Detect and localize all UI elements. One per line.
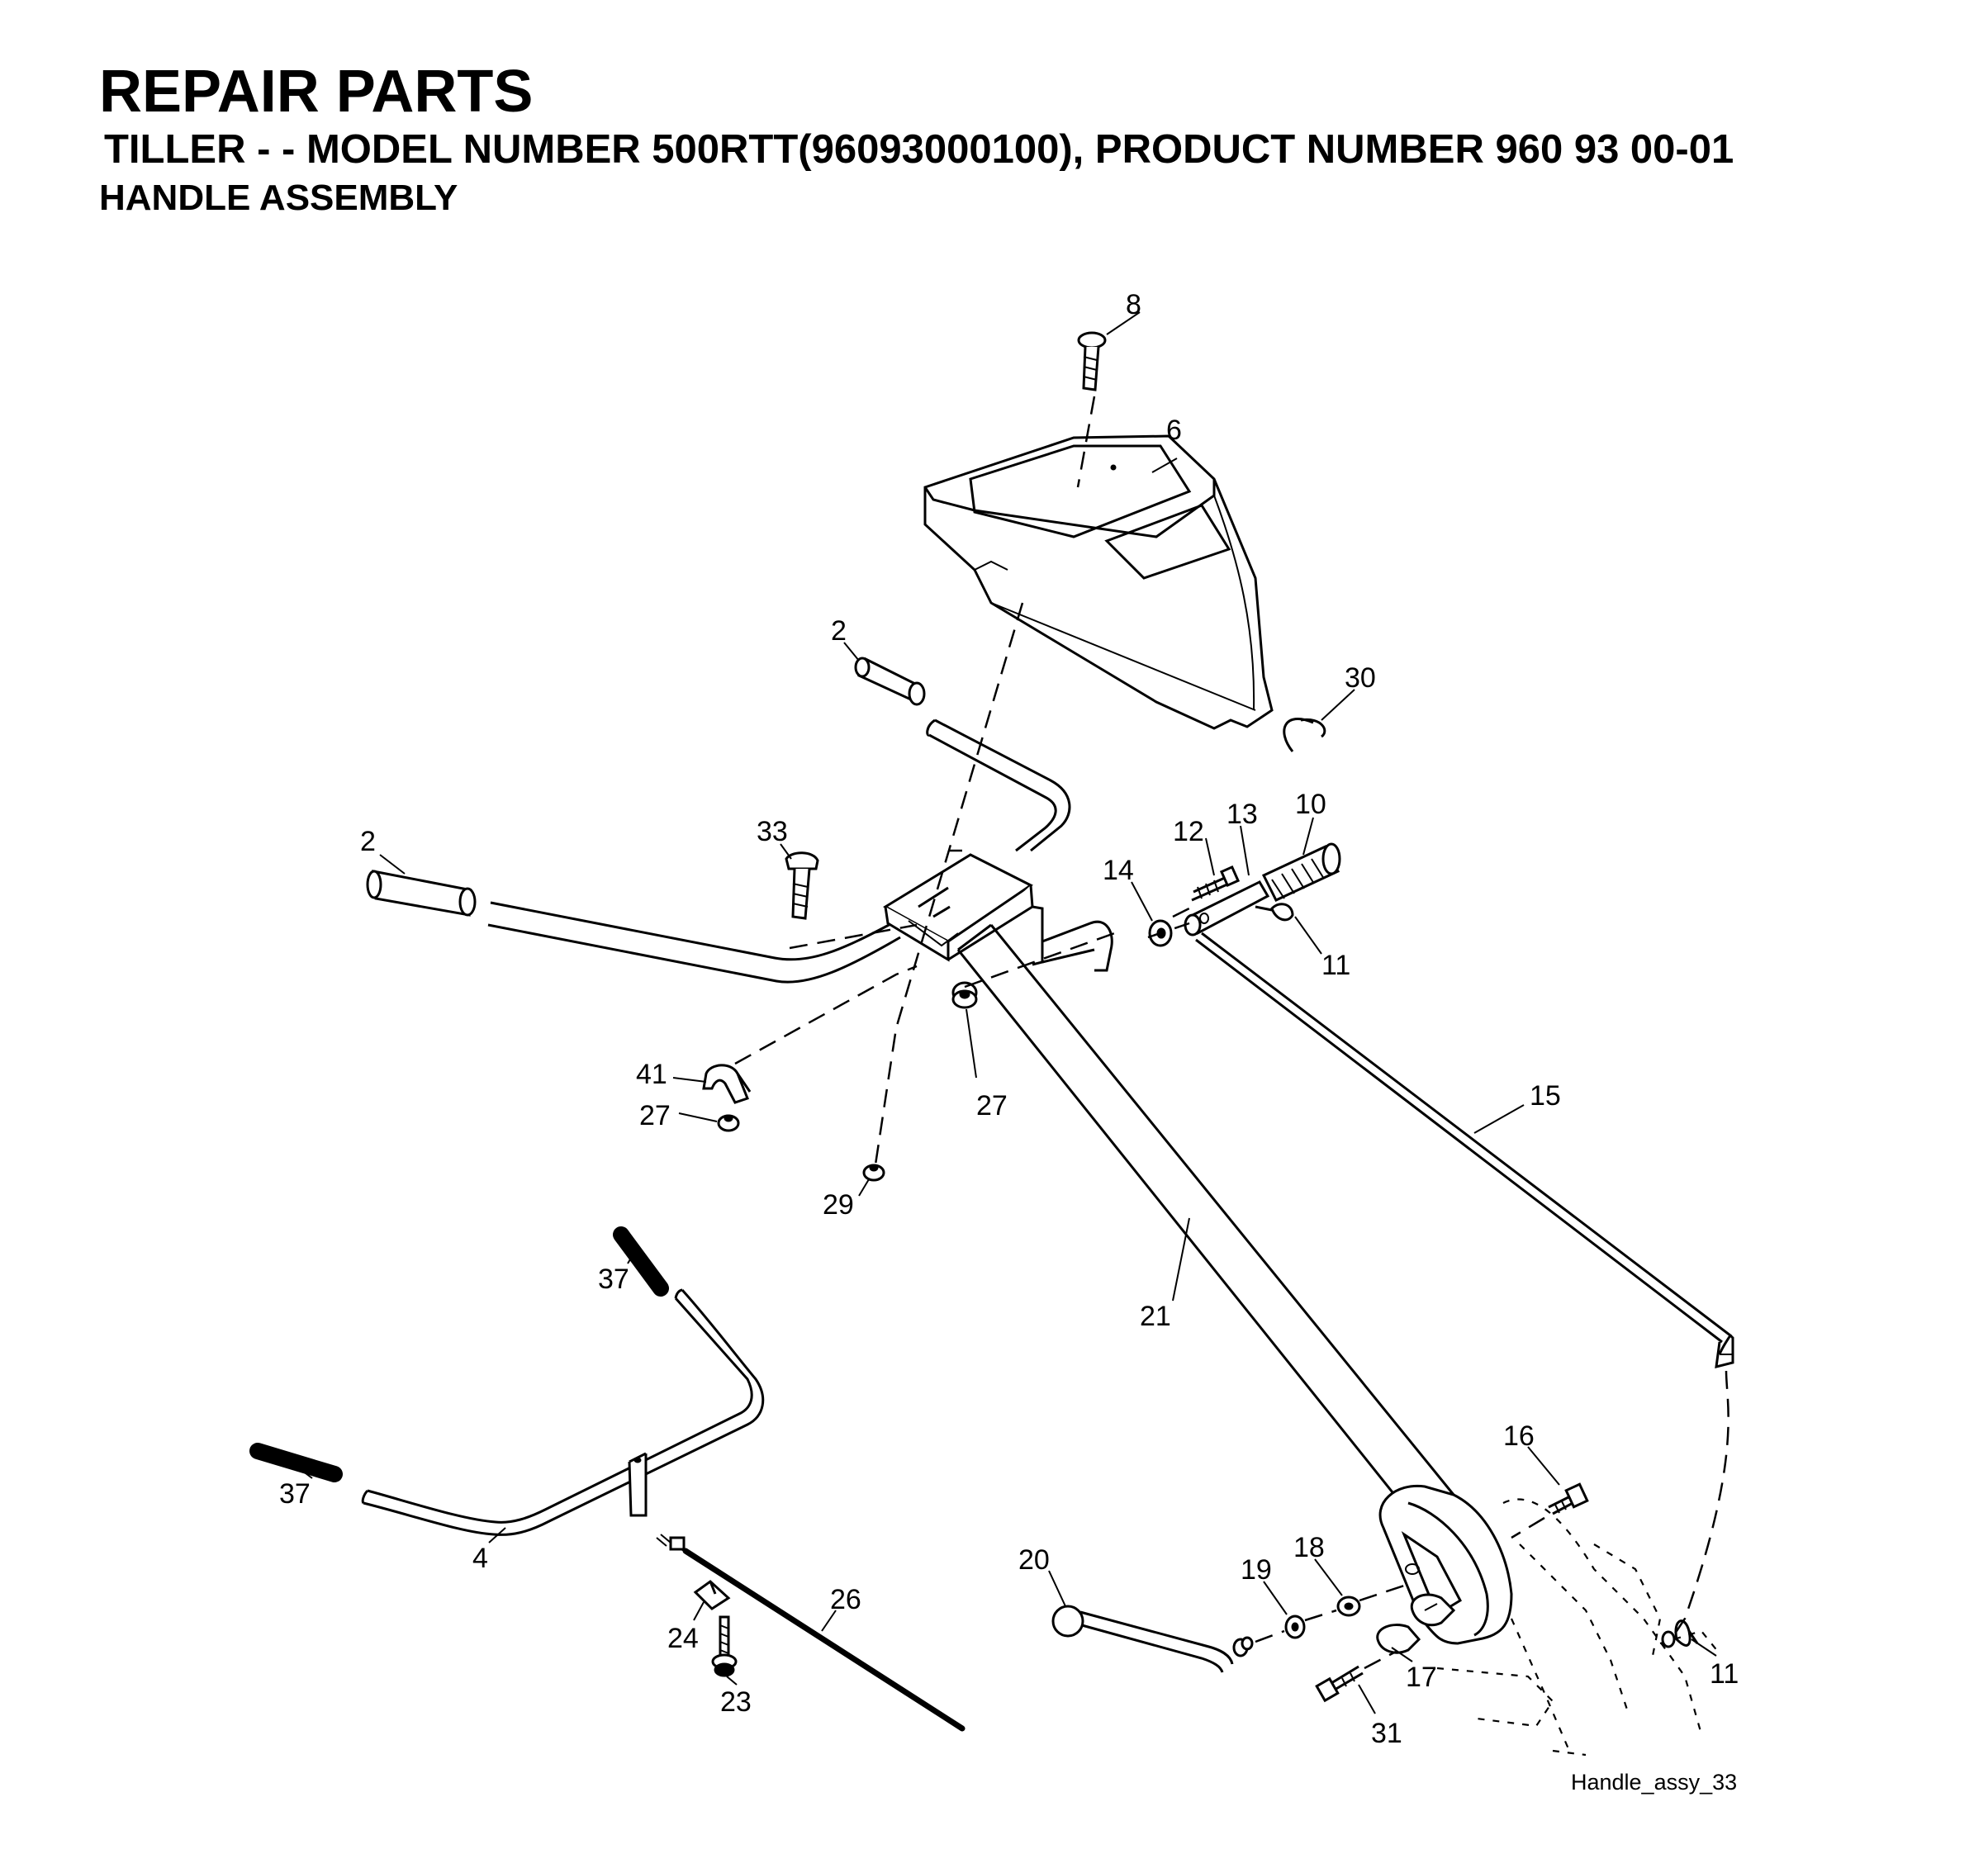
callout-11-lower: 11 (1710, 1658, 1739, 1690)
part-11-clip-upper (1255, 903, 1294, 922)
part-37-grip-left (249, 1443, 343, 1482)
part-6-console (923, 434, 1274, 730)
part-19-washer (1284, 1615, 1306, 1639)
part-23-screw (711, 1615, 738, 1677)
part-41-clamp (702, 1064, 752, 1104)
assembly-lines-upper (734, 396, 1729, 1644)
callout-30: 30 (1345, 662, 1376, 694)
part-26-cable (656, 1534, 966, 1732)
callout-15: 15 (1530, 1080, 1561, 1112)
callout-21: 21 (1140, 1301, 1171, 1332)
callout-37-left: 37 (279, 1478, 311, 1510)
model-subtitle: TILLER - - MODEL NUMBER 500RTT(960930001… (104, 127, 1734, 172)
part-27-nut (951, 981, 978, 1009)
section-heading: HANDLE ASSEMBLY (99, 178, 458, 218)
callout-27-center: 27 (976, 1090, 1008, 1121)
callout-18: 18 (1293, 1532, 1325, 1563)
callout-37-upper: 37 (598, 1264, 629, 1295)
lower-housing (1378, 1484, 1513, 1645)
callout-41: 41 (636, 1059, 667, 1090)
callout-13: 13 (1226, 799, 1258, 830)
callout-17: 17 (1406, 1662, 1437, 1693)
part-2-left-grip (366, 870, 477, 917)
callout-16: 16 (1503, 1420, 1535, 1452)
part-21-handle-tube (956, 923, 1455, 1497)
handlebar (487, 718, 1071, 984)
part-33-bolt (785, 851, 819, 920)
page-title: REPAIR PARTS (99, 59, 534, 125)
callout-2-upper: 2 (831, 615, 847, 647)
part-8-screw (1077, 331, 1107, 391)
callout-27-left: 27 (639, 1100, 671, 1131)
callout-31: 31 (1371, 1718, 1402, 1749)
callout-2-left: 2 (360, 826, 376, 857)
part-12-bolt (1191, 865, 1241, 902)
part-24-clip (693, 1580, 731, 1610)
callout-12: 12 (1173, 816, 1204, 847)
part-2-upper-grip (854, 657, 926, 706)
part-27-nut-left (717, 1114, 740, 1132)
leader-lines (298, 311, 1717, 1714)
callout-14: 14 (1103, 855, 1134, 886)
part-18-nut (1304, 1584, 1405, 1622)
callout-23: 23 (720, 1686, 752, 1718)
frame-outline (1436, 1498, 1719, 1757)
part-37-grip-upper (613, 1226, 669, 1297)
part-16-bolt (1511, 1482, 1589, 1539)
part-29-nut (862, 1164, 885, 1182)
callout-29: 29 (823, 1189, 854, 1221)
callout-33: 33 (757, 816, 788, 847)
callout-26: 26 (830, 1584, 861, 1615)
part-30-clip (1283, 717, 1326, 752)
callout-19: 19 (1241, 1554, 1272, 1586)
callout-11-upper: 11 (1321, 950, 1350, 981)
drawing-id: Handle_assy_33 (1571, 1770, 1738, 1795)
part-4-lower-handle (361, 1288, 765, 1536)
part-11-clip-lower (1661, 1619, 1699, 1648)
callout-6: 6 (1166, 415, 1182, 446)
callout-labels: 8 6 2 30 33 2 12 13 10 14 11 41 27 27 15… (279, 289, 1739, 1749)
callout-4: 4 (472, 1543, 488, 1574)
part-17-plate (1376, 1593, 1456, 1654)
callout-20: 20 (1018, 1544, 1050, 1576)
callout-8: 8 (1126, 289, 1141, 320)
callout-24: 24 (667, 1623, 699, 1654)
part-13-lever (1184, 880, 1734, 1368)
part-20-shift-lever (1051, 1605, 1285, 1673)
callout-10: 10 (1295, 789, 1326, 820)
part-10-knob (1261, 842, 1341, 902)
part-31-bolt (1315, 1650, 1397, 1703)
